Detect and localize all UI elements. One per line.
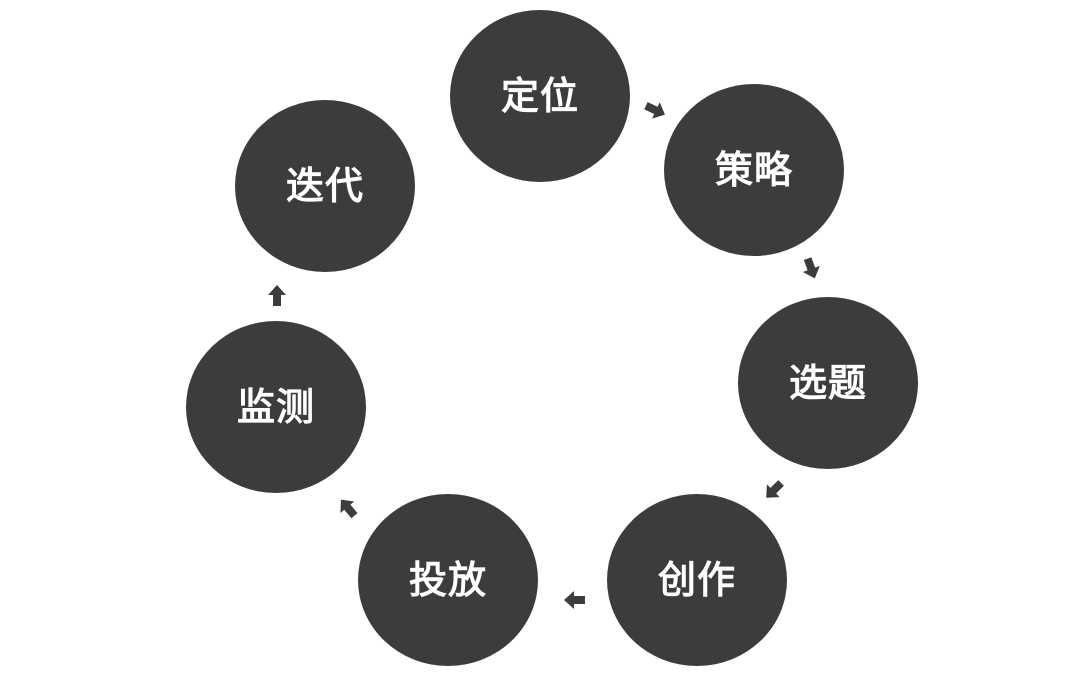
flow-arrow-icon (644, 102, 665, 119)
flow-arrow-icon (802, 257, 820, 279)
node-circle (235, 100, 415, 272)
node-label: 创作 (658, 558, 736, 602)
node-celue: 策略 (664, 84, 844, 256)
node-label: 迭代 (286, 164, 364, 208)
node-diedai: 迭代 (235, 100, 415, 272)
node-label: 监测 (237, 385, 315, 429)
node-label: 定位 (501, 74, 579, 118)
node-label: 策略 (715, 148, 793, 192)
node-circle (738, 297, 918, 469)
flow-arrow-icon (268, 285, 286, 306)
node-xuanti: 选题 (738, 297, 918, 469)
arrows-layer (268, 102, 820, 609)
flow-arrow-icon (766, 480, 784, 498)
node-label: 投放 (409, 558, 487, 602)
node-label: 选题 (789, 361, 867, 405)
node-circle (358, 494, 538, 666)
node-jiance: 监测 (186, 321, 366, 493)
node-circle (607, 494, 787, 666)
flow-arrow-icon (340, 499, 358, 519)
node-dingwei: 定位 (450, 10, 630, 182)
node-circle (186, 321, 366, 493)
node-chuangzuo: 创作 (607, 494, 787, 666)
flow-arrow-icon (564, 591, 585, 609)
node-circle (450, 10, 630, 182)
node-toufang: 投放 (358, 494, 538, 666)
node-circle (664, 84, 844, 256)
